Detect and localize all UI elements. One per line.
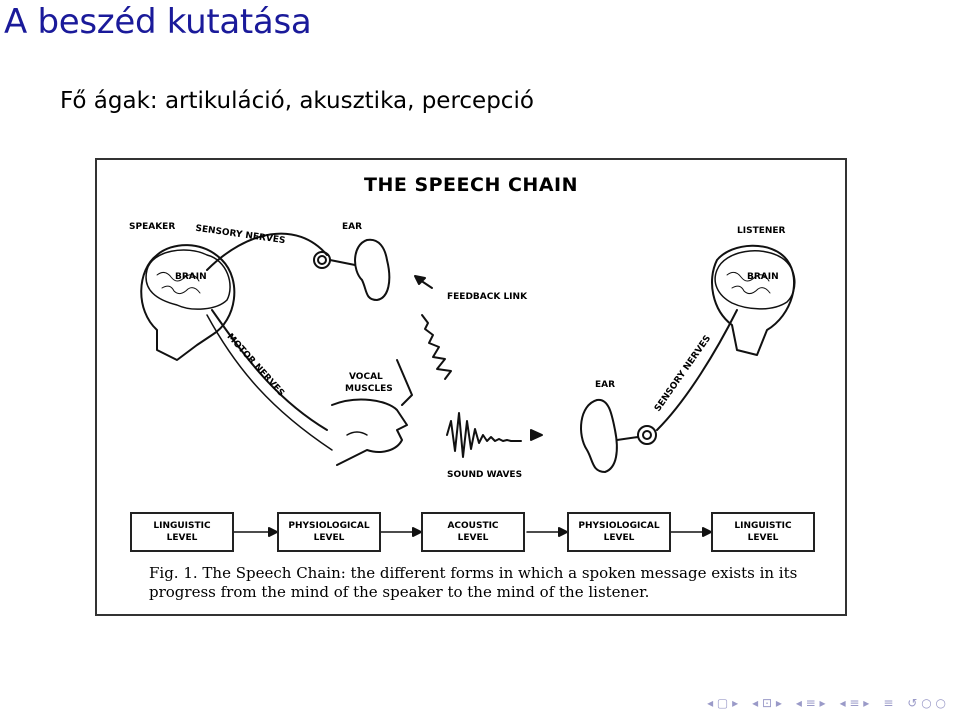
- level-label: PHYSIOLOGICAL: [578, 521, 660, 531]
- slide-title: A beszéd kutatása: [4, 2, 312, 42]
- level-sublabel: LEVEL: [603, 533, 635, 543]
- level-box-linguistic-speaker: LINGUISTIC LEVEL: [130, 512, 234, 552]
- level-box-physiological-listener: PHYSIOLOGICAL LEVEL: [567, 512, 671, 552]
- level-label: LINGUISTIC: [153, 521, 211, 531]
- level-sublabel: LEVEL: [457, 533, 489, 543]
- level-label: ACOUSTIC: [447, 521, 499, 531]
- level-label: LINGUISTIC: [734, 521, 792, 531]
- level-label: PHYSIOLOGICAL: [288, 521, 370, 531]
- label-brain-right: BRAIN: [747, 272, 779, 282]
- nav-slide-icon[interactable]: ◂ ≡ ▸: [839, 696, 870, 710]
- ear-top: [354, 238, 391, 301]
- slide-subtitle: Fő ágak: artikuláció, akusztika, percepc…: [60, 88, 534, 114]
- figure-caption: Fig. 1. The Speech Chain: the different …: [149, 564, 798, 601]
- nav-search-icon[interactable]: ↺ ○ ○: [907, 696, 946, 710]
- sensory-nerves-top: [206, 232, 328, 271]
- label-feedback-link: FEEDBACK LINK: [447, 292, 528, 302]
- label-ear-top: EAR: [342, 222, 363, 232]
- motor-nerves: [211, 309, 328, 431]
- label-ear-right: EAR: [595, 380, 616, 390]
- label-speaker: SPEAKER: [129, 222, 176, 232]
- ear-right: [580, 398, 618, 473]
- listener-head: [711, 244, 796, 356]
- sound-waveform: [446, 412, 522, 458]
- sensory-nerves-right: [656, 309, 738, 431]
- speech-chain-figure: THE SPEECH CHAIN SPEAKER SENSORY NERVES …: [95, 158, 847, 616]
- listener-brain: [714, 250, 796, 310]
- speaker-brain: [145, 249, 231, 310]
- vocal-tract: [331, 398, 408, 466]
- label-brain-left: BRAIN: [175, 272, 207, 282]
- label-listener: LISTENER: [737, 226, 786, 236]
- level-sublabel: LEVEL: [747, 533, 779, 543]
- level-sublabel: LEVEL: [313, 533, 345, 543]
- label-muscles: MUSCLES: [345, 384, 393, 394]
- level-box-acoustic: ACOUSTIC LEVEL: [421, 512, 525, 552]
- level-sublabel: LEVEL: [166, 533, 198, 543]
- nav-align-icon[interactable]: ≡: [883, 696, 894, 710]
- beamer-navigation: ◂ ▢ ▸ ◂ ⊡ ▸ ◂ ≡ ▸ ◂ ≡ ▸ ≡ ↺ ○ ○: [707, 696, 946, 710]
- figure-title: THE SPEECH CHAIN: [363, 174, 578, 196]
- nav-section-icon[interactable]: ◂ ≡ ▸: [795, 696, 826, 710]
- label-sound-waves: SOUND WAVES: [447, 470, 523, 480]
- level-box-physiological-speaker: PHYSIOLOGICAL LEVEL: [277, 512, 381, 552]
- speaker-head: [140, 244, 236, 361]
- feedback-waveform: [421, 314, 452, 380]
- label-vocal: VOCAL: [349, 372, 383, 382]
- speech-chain-illustration: [140, 232, 796, 537]
- level-box-linguistic-listener: LINGUISTIC LEVEL: [711, 512, 815, 552]
- nav-frame-icon[interactable]: ◂ ▢ ▸: [707, 696, 739, 710]
- nav-subsection-icon[interactable]: ◂ ⊡ ▸: [752, 696, 782, 710]
